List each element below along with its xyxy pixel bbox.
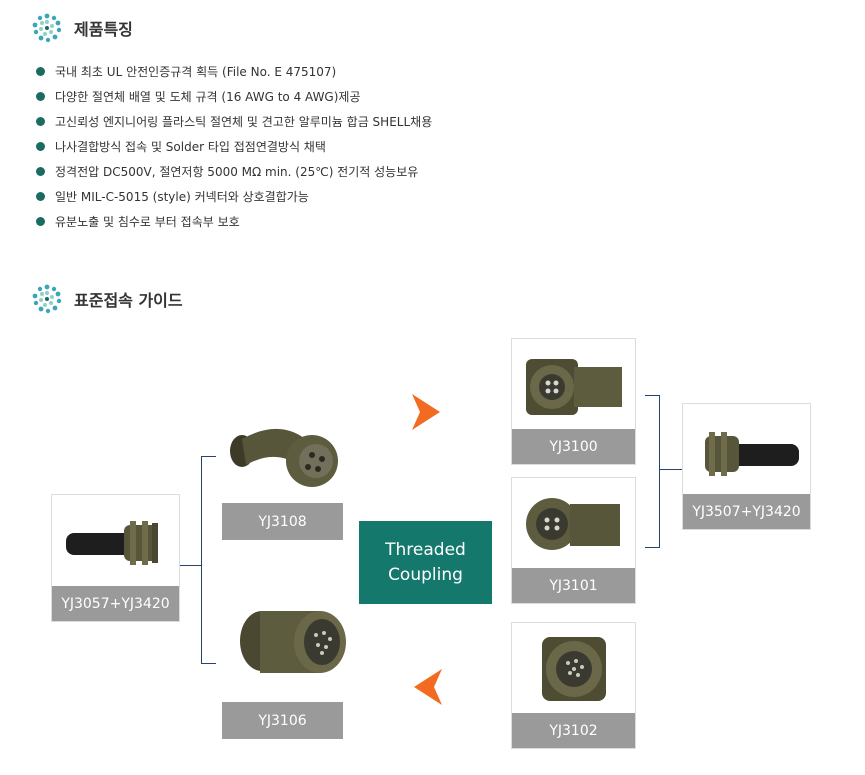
connector-straight-image bbox=[240, 611, 346, 673]
dotted-circle-icon bbox=[32, 284, 62, 314]
list-item-text: 고신뢰성 엔지니어링 플라스틱 절연체 및 견고한 알루미늄 합금 SHELL채… bbox=[55, 115, 433, 129]
list-item-text: 나사결합방식 접속 및 Solder 타입 접점연결방식 채택 bbox=[55, 140, 326, 154]
product-label: YJ3057+YJ3420 bbox=[52, 586, 179, 621]
list-item: 유분노출 및 침수로 부터 접속부 보호 bbox=[36, 209, 432, 234]
list-item: 국내 최초 UL 안전인증규격 획득 (File No. E 475107) bbox=[36, 59, 432, 84]
feature-list: 국내 최초 UL 안전인증규격 획득 (File No. E 475107) 다… bbox=[36, 59, 432, 234]
connector-plug-image bbox=[66, 521, 158, 565]
bullet-icon bbox=[36, 192, 45, 201]
connector-cable-plug-image bbox=[526, 498, 620, 550]
bullet-icon bbox=[36, 217, 45, 226]
connector-receptacle-image bbox=[526, 359, 622, 415]
bullet-icon bbox=[36, 117, 45, 126]
product-label-yj3106[interactable]: YJ3106 bbox=[222, 702, 343, 739]
list-item: 일반 MIL-C-5015 (style) 커넥터와 상호결합가능 bbox=[36, 184, 432, 209]
connector-plug-image bbox=[705, 432, 799, 476]
list-item-text: 다양한 절연체 배열 및 도체 규격 (16 AWG to 4 AWG)제공 bbox=[55, 90, 361, 104]
list-item: 나사결합방식 접속 및 Solder 타입 접점연결방식 채택 bbox=[36, 134, 432, 159]
connector-box-mount-image bbox=[542, 637, 606, 701]
bullet-icon bbox=[36, 92, 45, 101]
product-card-yj3057[interactable]: YJ3057+YJ3420 bbox=[51, 494, 180, 622]
product-card-yj3102[interactable]: YJ3102 bbox=[511, 622, 636, 749]
product-card-yj3100[interactable]: YJ3100 bbox=[511, 338, 636, 465]
list-item: 정격전압 DC500V, 절연저항 5000 MΩ min. (25℃) 전기적… bbox=[36, 159, 432, 184]
list-item: 고신뢰성 엔지니어링 플라스틱 절연체 및 견고한 알루미늄 합금 SHELL채… bbox=[36, 109, 432, 134]
connector-line bbox=[659, 469, 682, 470]
bracket-line bbox=[201, 456, 216, 664]
orange-arrow-right-icon bbox=[412, 394, 440, 430]
product-label-yj3108[interactable]: YJ3108 bbox=[222, 503, 343, 540]
dotted-circle-icon bbox=[32, 13, 62, 43]
list-item-text: 일반 MIL-C-5015 (style) 커넥터와 상호결합가능 bbox=[55, 190, 309, 204]
features-header: 제품특징 bbox=[32, 13, 133, 43]
bullet-icon bbox=[36, 167, 45, 176]
guide-title: 표준접속 가이드 bbox=[74, 291, 183, 310]
bullet-icon bbox=[36, 142, 45, 151]
bracket-line bbox=[645, 395, 660, 548]
list-item-text: 유분노출 및 침수로 부터 접속부 보호 bbox=[55, 215, 240, 229]
product-label: YJ3101 bbox=[512, 568, 635, 603]
product-card-yj3507[interactable]: YJ3507+YJ3420 bbox=[682, 403, 811, 530]
bullet-icon bbox=[36, 67, 45, 76]
list-item: 다양한 절연체 배열 및 도체 규격 (16 AWG to 4 AWG)제공 bbox=[36, 84, 432, 109]
orange-arrow-left-icon bbox=[414, 669, 442, 705]
connector-line bbox=[180, 565, 201, 566]
threaded-coupling-box: Threaded Coupling bbox=[359, 521, 492, 604]
connector-elbow-image bbox=[230, 428, 338, 487]
list-item-text: 국내 최초 UL 안전인증규격 획득 (File No. E 475107) bbox=[55, 65, 337, 79]
product-label: YJ3100 bbox=[512, 429, 635, 464]
list-item-text: 정격전압 DC500V, 절연저항 5000 MΩ min. (25℃) 전기적… bbox=[55, 165, 419, 179]
product-card-yj3101[interactable]: YJ3101 bbox=[511, 477, 636, 604]
guide-header: 표준접속 가이드 bbox=[32, 284, 183, 314]
features-title: 제품특징 bbox=[74, 20, 133, 39]
product-label: YJ3102 bbox=[512, 713, 635, 748]
product-label: YJ3507+YJ3420 bbox=[683, 494, 810, 529]
